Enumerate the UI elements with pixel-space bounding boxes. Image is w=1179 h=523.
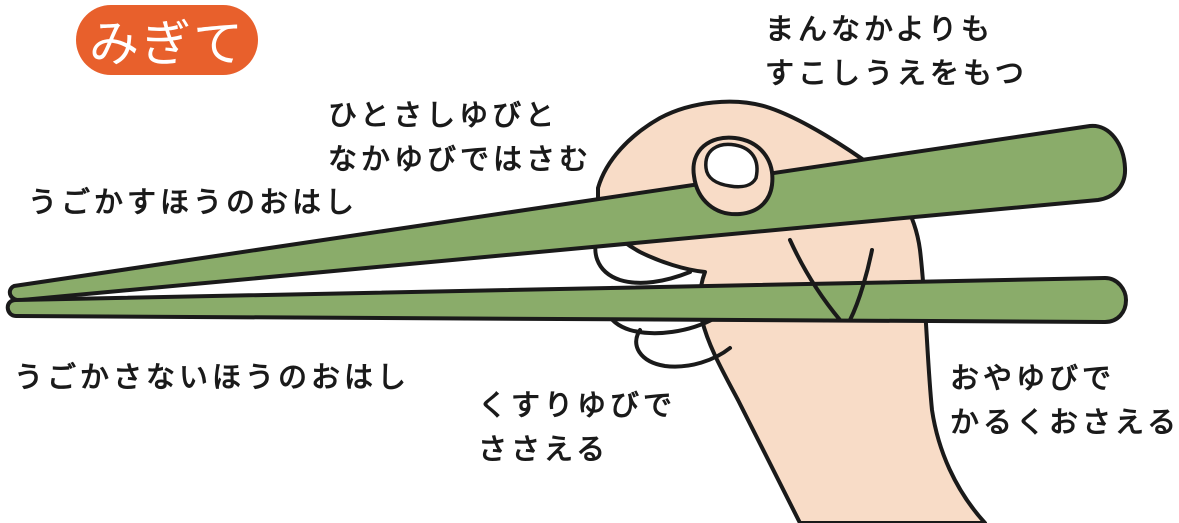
label-ring-finger: くすりゆびで ささえる (478, 383, 676, 471)
thumbnail (704, 142, 759, 189)
label-line: なかゆびではさむ (328, 142, 593, 176)
label-line: おやゆびで (950, 361, 1116, 395)
label-line: くすりゆびで (478, 388, 677, 422)
title-badge: みぎて (76, 5, 258, 75)
label-line: うごかさないほうのおはし (14, 360, 411, 394)
label-grip-position: まんなかよりも すこしうえをもつ (765, 7, 1028, 95)
label-line: ささえる (478, 432, 610, 466)
label-thumb: おやゆびで かるくおさえる (950, 356, 1179, 444)
label-line: すこしうえをもつ (765, 56, 1028, 90)
moving-chopstick (7, 123, 1128, 303)
label-line: かるくおさえる (950, 405, 1179, 439)
palm-edge (788, 238, 874, 322)
fixed-chopstick (5, 276, 1128, 324)
label-line: まんなかよりも (765, 12, 994, 46)
label-line: うごかすほうのおはし (28, 185, 359, 219)
label-line: ひとさしゆびと (328, 98, 559, 132)
label-moving-chopstick: うごかすほうのおはし (28, 180, 358, 224)
label-fixed-chopstick: うごかさないほうのおはし (14, 355, 410, 399)
label-index-middle-finger: ひとさしゆびと なかゆびではさむ (328, 93, 592, 181)
